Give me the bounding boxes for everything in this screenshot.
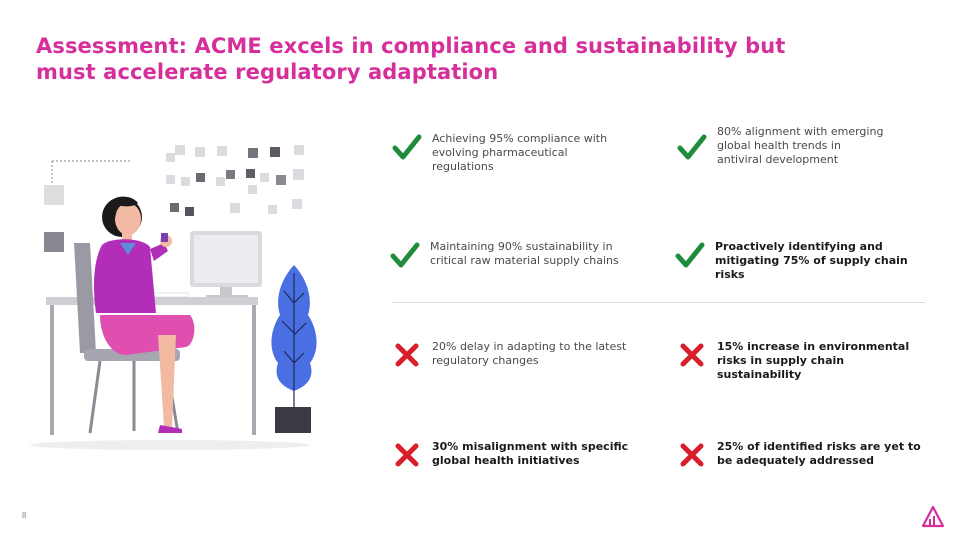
strength-item-4: Proactively identifying and mitigating 7…: [675, 240, 930, 282]
weakness-item-3: 30% misalignment with specific global he…: [392, 440, 647, 470]
brand-logo-icon: [921, 505, 945, 528]
plant: [271, 265, 317, 433]
office-worker-illustration: [30, 145, 317, 450]
page-number: 8: [22, 511, 27, 520]
section-divider: [392, 302, 925, 303]
slide-title: Assessment: ACME excels in compliance an…: [36, 34, 786, 84]
strength-text: Maintaining 90% sustainability in critic…: [430, 240, 619, 267]
cross-icon: [395, 443, 419, 467]
check-icon: [392, 134, 422, 160]
weakness-text: 15% increase in environmental risks in s…: [717, 340, 910, 381]
strength-item-2: 80% alignment with emerging global healt…: [677, 125, 887, 167]
strength-text: 80% alignment with emerging global healt…: [717, 125, 884, 166]
weakness-text: 20% delay in adapting to the latest regu…: [432, 340, 627, 367]
weakness-item-1: 20% delay in adapting to the latest regu…: [392, 340, 637, 370]
weakness-text: 30% misalignment with specific global he…: [432, 440, 629, 467]
weakness-text: 25% of identified risks are yet to be ad…: [717, 440, 921, 467]
check-icon: [677, 134, 707, 160]
cross-icon: [395, 343, 419, 367]
cross-icon: [680, 343, 704, 367]
check-icon: [390, 242, 420, 268]
weakness-item-4: 25% of identified risks are yet to be ad…: [677, 440, 922, 470]
cross-icon: [680, 443, 704, 467]
strength-text: Achieving 95% compliance with evolving p…: [432, 132, 608, 173]
strength-text: Proactively identifying and mitigating 7…: [715, 240, 908, 281]
strength-item-3: Maintaining 90% sustainability in critic…: [390, 240, 630, 270]
weakness-item-2: 15% increase in environmental risks in s…: [677, 340, 932, 382]
strength-item-1: Achieving 95% compliance with evolving p…: [392, 132, 632, 174]
check-icon: [675, 242, 705, 268]
floating-squares: [166, 145, 304, 216]
woman-figure: [94, 196, 195, 433]
